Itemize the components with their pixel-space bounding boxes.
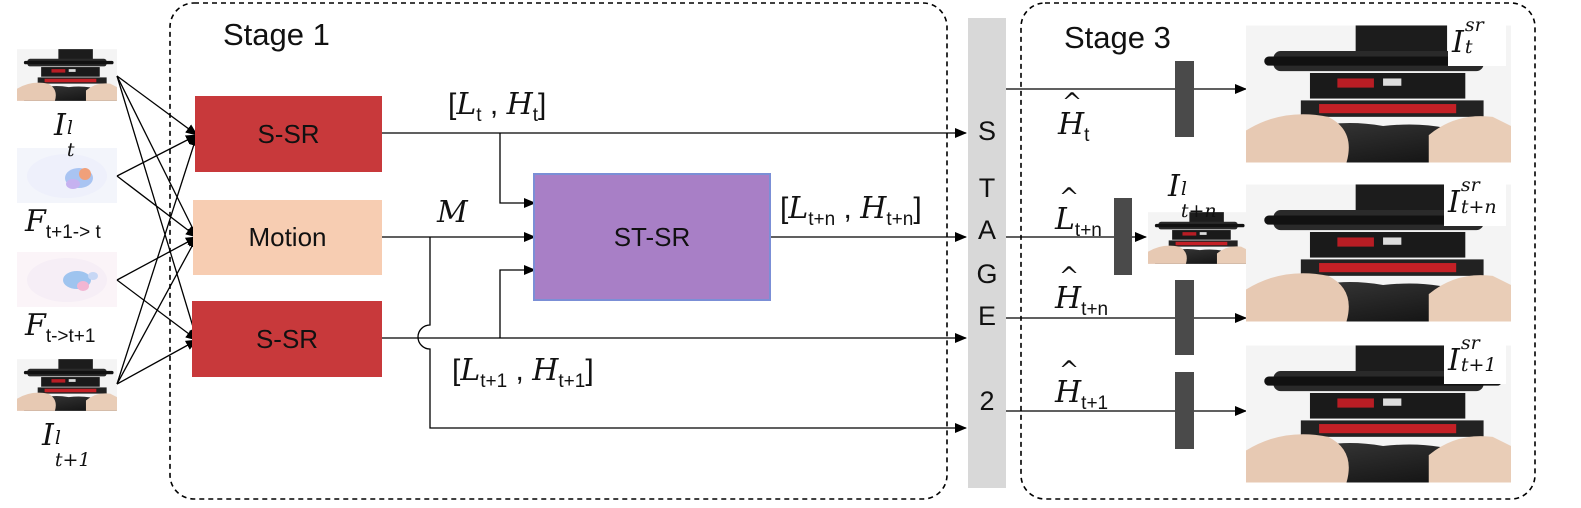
stage1-arrows xyxy=(382,128,967,433)
edge-label-m: M xyxy=(437,195,468,230)
stage3-arrows xyxy=(1006,84,1247,416)
stage2-letter-s: S xyxy=(977,116,996,146)
stage3-label-h-tn: Ht+n xyxy=(1055,264,1108,319)
stsr-box: ST-SR xyxy=(533,173,771,301)
input-label-flow-backward: Ft->t+1 xyxy=(25,308,96,347)
stage3-title: Stage 3 xyxy=(1064,20,1171,55)
edge-label-lt-ht: [Lt , Ht] xyxy=(448,87,547,126)
edge-label-lt1-ht1: [Lt+1 , Ht+1] xyxy=(452,353,594,392)
stsr-label: ST-SR xyxy=(613,221,691,252)
stage2-number: 2 xyxy=(979,386,995,416)
edge-label-ltn-htn: [Lt+n , Ht+n] xyxy=(780,191,922,230)
ssr-top-label: S-SR xyxy=(257,118,320,149)
stage2-letter-g: G xyxy=(976,259,998,289)
ssr-bottom-label: S-SR xyxy=(255,323,319,354)
stage2-letter-e: E xyxy=(977,301,996,331)
motion-box: Motion xyxy=(193,200,382,275)
bar-l-tn xyxy=(1114,198,1132,275)
ssr-top-box: S-SR xyxy=(195,96,382,172)
flow-backward-image xyxy=(17,252,117,307)
stage3-label-h-t: Ht xyxy=(1058,90,1089,145)
bar-h-t1 xyxy=(1175,372,1194,449)
ssr-bottom-box: S-SR xyxy=(192,301,382,377)
stage3-label-l-tn: Lt+n xyxy=(1055,185,1102,240)
stage2-letter-a: A xyxy=(977,215,996,245)
stage2-block: S T A G E 2 xyxy=(968,18,1006,488)
bar-h-t xyxy=(1175,61,1194,137)
input-arrows xyxy=(116,75,199,385)
input-label-flow-forward: Ft+1-> t xyxy=(25,204,101,243)
motion-label: Motion xyxy=(248,222,327,252)
stage3-bars xyxy=(1114,61,1194,449)
stage2-letter-t: T xyxy=(978,173,996,203)
input-frame-t-image xyxy=(17,49,117,101)
stage1-title: Stage 1 xyxy=(223,17,330,52)
bar-h-tn xyxy=(1175,280,1194,355)
stage3-label-h-t1: Ht+1 xyxy=(1055,358,1108,413)
input-frame-t1-image xyxy=(17,359,117,411)
